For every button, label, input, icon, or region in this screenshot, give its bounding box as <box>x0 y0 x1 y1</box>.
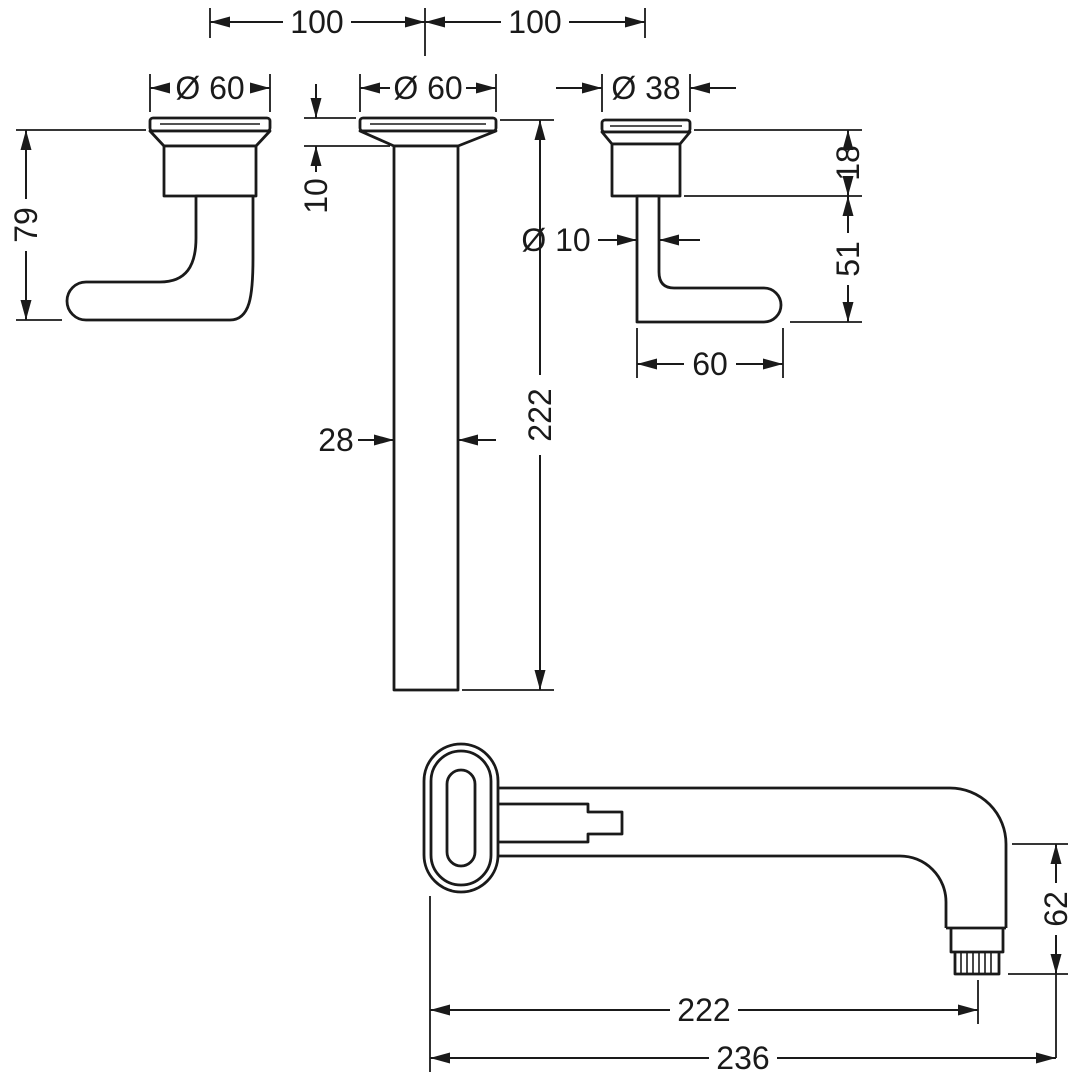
dimension-lever-stem-dia: Ø 10 <box>521 222 700 258</box>
spout-rosette-skirt <box>358 129 498 148</box>
aerator <box>953 952 1001 976</box>
dimension-rosette-depth-right: 18 <box>830 130 866 196</box>
front-view-left-handle <box>65 116 272 322</box>
dim-label-lever-length-right: 60 <box>692 346 728 382</box>
dim-label-spacing-left: 100 <box>290 4 343 40</box>
top-view-spout <box>358 116 498 692</box>
dim-label-dia-rosette-right: Ø 38 <box>611 70 680 106</box>
dimension-spout-length-top-view: 222 <box>522 120 558 690</box>
right-handle-lever <box>635 194 783 324</box>
inlet-tenon <box>498 802 624 844</box>
dim-label-rosette-depth-middle: 10 <box>298 178 334 214</box>
dim-label-dia-rosette-left: Ø 60 <box>175 70 244 106</box>
dim-label-dia-rosette-middle: Ø 60 <box>393 70 462 106</box>
right-handle-body <box>610 142 682 198</box>
front-view-right-handle <box>600 118 783 324</box>
dimension-handle-height-left: 79 <box>8 130 44 320</box>
dimension-spout-outlet-drop: 62 <box>1038 844 1074 974</box>
spout-body-top-view <box>392 144 460 692</box>
dimension-lever-length-right: 60 <box>637 346 783 382</box>
dimension-rosette-depth-middle: 10 <box>298 84 334 214</box>
dimension-dia-rosette-right: Ø 38 <box>556 70 736 106</box>
left-handle-lever <box>65 194 255 322</box>
dimension-spout-reach-to-outlet: 222 <box>430 992 978 1028</box>
dim-label-spout-body-width: 28 <box>318 422 354 458</box>
spout-outlet-ring <box>949 928 1005 954</box>
dimension-dia-rosette-left: Ø 60 <box>150 70 270 106</box>
left-handle-body <box>162 144 258 198</box>
dimension-spout-reach-total: 236 <box>430 1040 1056 1076</box>
dim-label-spacing-right: 100 <box>508 4 561 40</box>
dim-label-spout-reach-to-outlet: 222 <box>677 992 730 1028</box>
spout-tube-outer <box>498 786 1008 928</box>
wall-escutcheon-inner <box>445 768 477 868</box>
spout-tube-inner <box>498 854 948 928</box>
dimension-spacing-left: 100 <box>210 4 425 40</box>
dimension-dia-rosette-middle: Ø 60 <box>360 70 496 106</box>
dim-label-spout-reach-total: 236 <box>716 1040 769 1076</box>
dim-label-rosette-depth-right: 18 <box>830 145 866 181</box>
aerator-knurl <box>960 952 992 974</box>
dim-label-spout-length-top-view: 222 <box>522 388 558 441</box>
right-handle-skirt <box>600 130 692 146</box>
side-view-spout <box>422 742 1008 976</box>
dimension-lever-drop-right: 51 <box>830 196 866 322</box>
dim-label-lever-stem-dia: Ø 10 <box>521 222 590 258</box>
left-handle-skirt <box>148 129 272 148</box>
dimension-spacing-right: 100 <box>425 4 645 40</box>
dim-label-lever-drop-right: 51 <box>830 241 866 277</box>
dim-label-handle-height-left: 79 <box>8 207 44 243</box>
dimension-spout-body-width: 28 <box>318 422 496 458</box>
dim-label-spout-outlet-drop: 62 <box>1038 891 1074 927</box>
